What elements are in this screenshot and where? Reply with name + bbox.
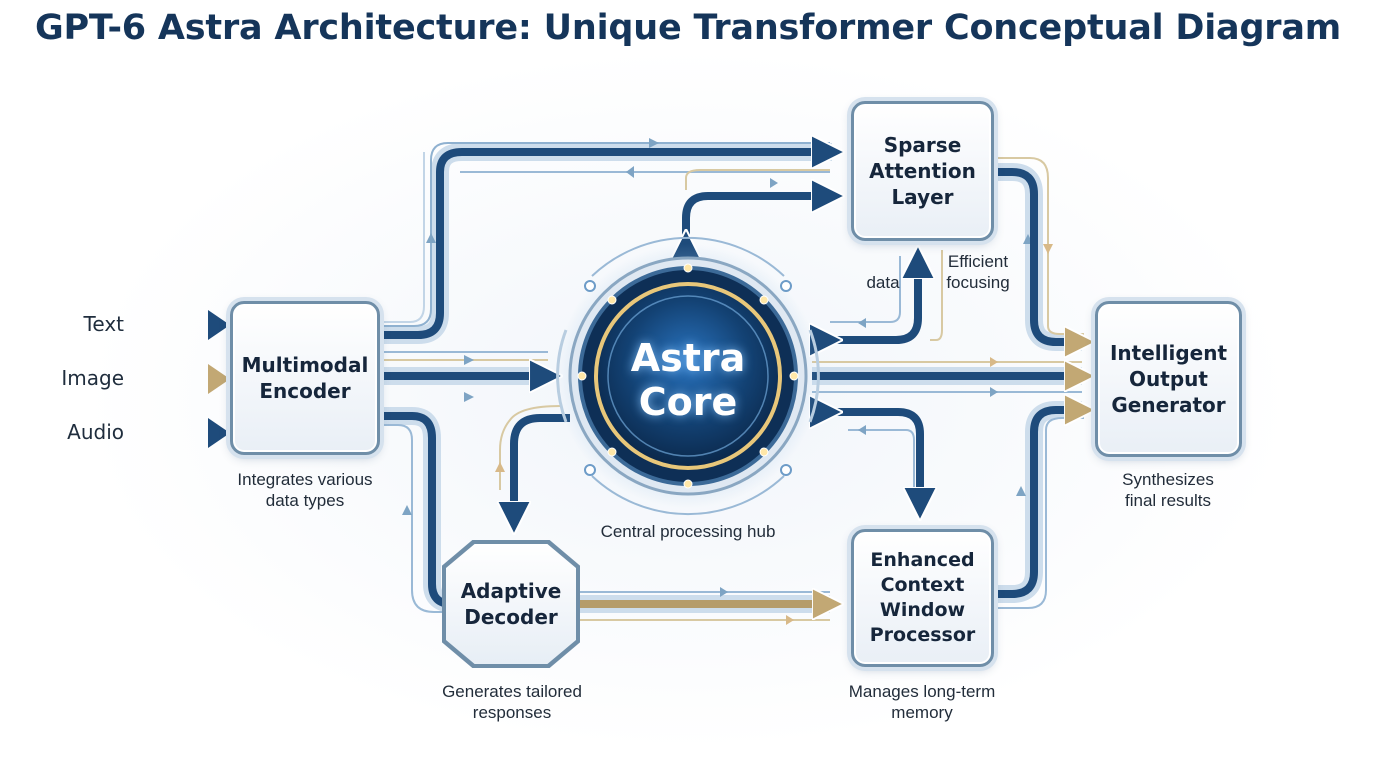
astra-core-label: Astra Core: [630, 336, 746, 424]
astra-core-node[interactable]: [556, 236, 820, 516]
edge-encoder-to-sparse: [380, 152, 828, 339]
edge-core-to-decoder: [514, 414, 570, 518]
sparse-attention-layer-node[interactable]: Sparse Attention Layer: [851, 101, 994, 241]
main-connectors: [380, 152, 1080, 604]
enhanced-context-window-processor-node[interactable]: Enhanced Context Window Processor: [851, 529, 994, 667]
edge-context-to-output: [994, 410, 1080, 598]
output-caption: Synthesizes final results: [1122, 470, 1214, 510]
decoder-caption: Generates tailored responses: [442, 682, 582, 722]
input-label-audio: Audio: [67, 420, 124, 444]
core-glow-nodes: [577, 263, 799, 489]
edge-sparse-to-output: [994, 168, 1080, 342]
context-caption: Manages long-term memory: [848, 682, 996, 722]
multimodal-encoder-node[interactable]: Multimodal Encoder: [230, 301, 380, 455]
adaptive-decoder-label: Adaptive Decoder: [446, 544, 576, 664]
enhanced-context-window-processor-label: Enhanced Context Window Processor: [869, 549, 976, 646]
adaptive-decoder-node[interactable]: Adaptive Decoder: [442, 540, 580, 668]
core-ring-nodes: [584, 280, 792, 476]
intelligent-output-generator-label: Intelligent Output Generator: [1109, 341, 1228, 417]
core-caption: Central processing hub: [600, 522, 776, 541]
intelligent-output-generator-node[interactable]: Intelligent Output Generator: [1095, 301, 1242, 457]
input-feed-image: [132, 364, 230, 394]
edge-label-efficient-focusing: Efficient focusing: [946, 252, 1010, 292]
input-feed-audio: [132, 418, 230, 448]
input-label-image: Image: [61, 366, 124, 390]
edge-core-sparse-feedback: [826, 262, 918, 340]
edge-label-data: data: [866, 273, 900, 292]
sparse-attention-layer-label: Sparse Attention Layer: [869, 133, 976, 209]
multimodal-encoder-label: Multimodal Encoder: [241, 353, 369, 403]
edge-core-to-context: [826, 412, 920, 504]
edge-encoder-to-decoder: [380, 412, 453, 608]
input-feed-text: [132, 310, 230, 340]
encoder-caption: Integrates various data types: [237, 470, 373, 510]
input-label-text: Text: [83, 312, 124, 336]
page-title: GPT-6 Astra Architecture: Unique Transfo…: [34, 8, 1342, 48]
edge-core-to-sparse: [686, 196, 828, 246]
